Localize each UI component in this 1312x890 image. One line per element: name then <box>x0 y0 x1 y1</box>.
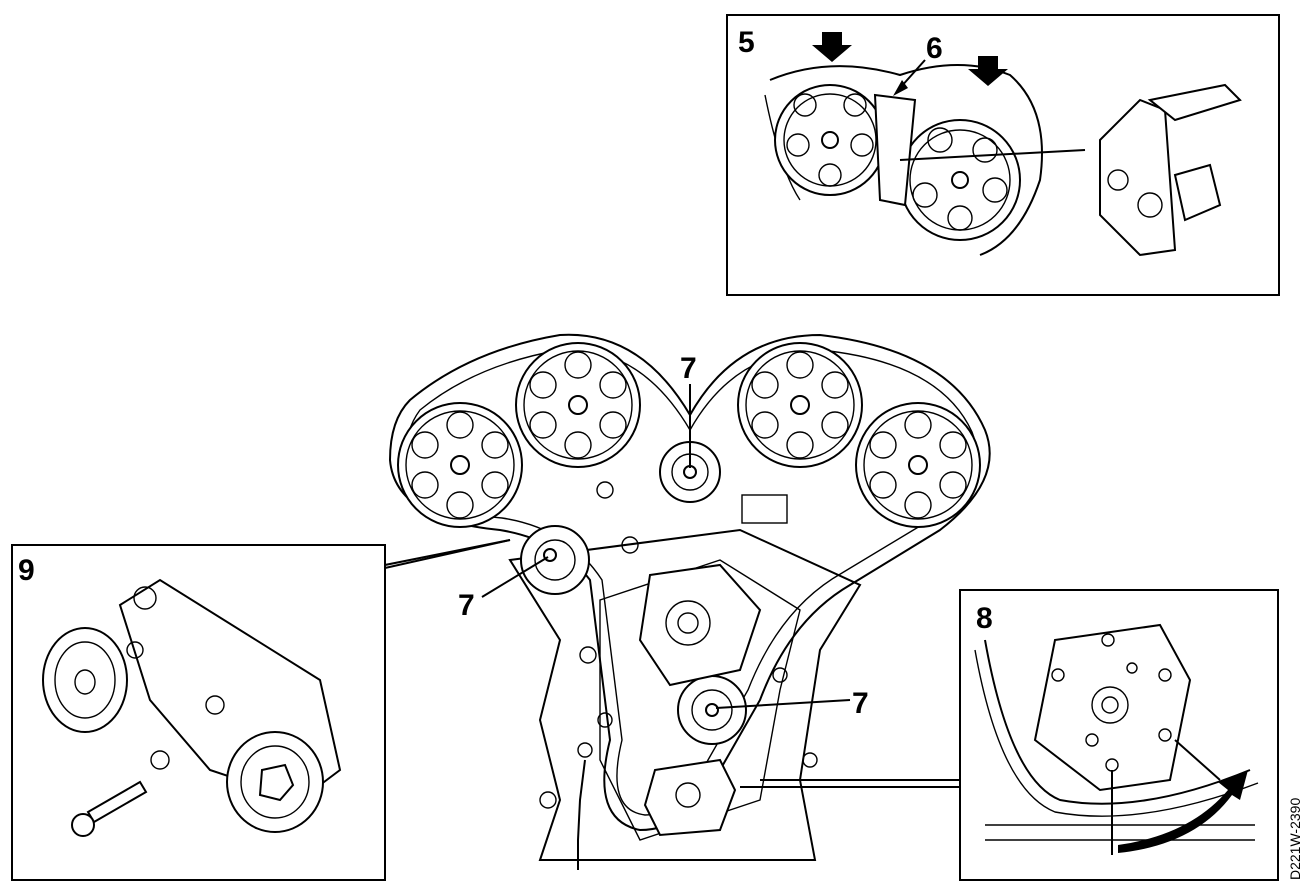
engine-bolts <box>539 481 818 809</box>
timing-belt <box>388 333 991 832</box>
callout-7-left: 7 <box>458 589 475 622</box>
engine-front-view <box>388 333 991 870</box>
engine-block <box>508 528 862 861</box>
idler-pulley-lower <box>677 675 747 745</box>
idler-pulley-top <box>659 441 721 503</box>
inset-9-bolt <box>71 780 148 837</box>
inset-5-arrows <box>812 32 1008 96</box>
camshaft-gear-right-inner <box>737 342 863 468</box>
callout-9: 9 <box>18 554 35 587</box>
camshaft-gear-left-inner <box>515 342 641 468</box>
engine-label-plate <box>741 494 788 524</box>
dipstick-tube <box>577 759 586 870</box>
inset-9-pulley-right <box>226 731 324 833</box>
inset-5-gear-left <box>774 84 886 196</box>
camshaft-gear-left-outer <box>397 402 523 528</box>
water-pump <box>638 563 762 687</box>
callout-7-right: 7 <box>852 687 869 720</box>
inset-5-tool-detail <box>1099 83 1242 257</box>
inset-8-crank-sprocket <box>1033 623 1192 792</box>
figure-code: D221W-2390 <box>1287 798 1303 880</box>
inset-5-belt <box>769 64 1043 256</box>
callout-8: 8 <box>976 602 993 635</box>
callout-7-top: 7 <box>680 352 697 385</box>
inset-5: 5 6 <box>726 14 1280 296</box>
inset-9: 9 <box>11 544 386 881</box>
inset-8-belt <box>984 639 1251 805</box>
tensioner-pulley-left <box>520 525 590 595</box>
crankshaft-sprocket <box>643 758 737 837</box>
inset-8-rotation-arrow <box>1118 770 1248 853</box>
callout-5: 5 <box>738 26 755 59</box>
camshaft-gear-right-outer <box>855 402 981 528</box>
inset-8-bolt-holes <box>1051 633 1172 772</box>
callout-6: 6 <box>926 32 943 65</box>
inset-5-locking-tool <box>873 93 917 207</box>
inset-9-pulley-left <box>42 627 128 733</box>
inset-8: 8 <box>959 589 1279 881</box>
inset-5-gear-right <box>899 119 1021 241</box>
